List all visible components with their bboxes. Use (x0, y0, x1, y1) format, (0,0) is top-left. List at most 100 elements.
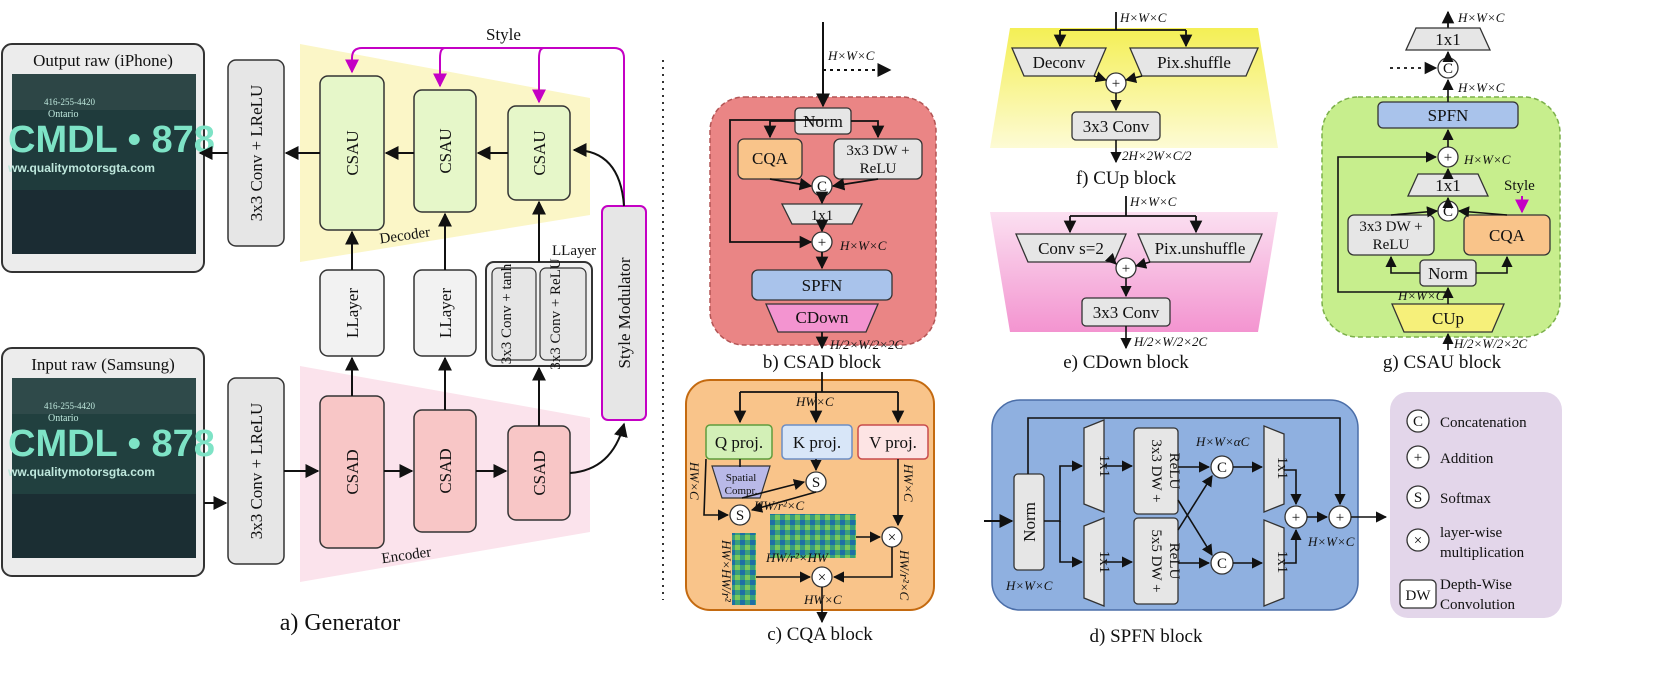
svg-text:H×W×C: H×W×C (1457, 80, 1505, 95)
svg-text:H/2×W/2×2C: H/2×W/2×2C (1453, 336, 1527, 351)
svg-text:layer-wise: layer-wise (1440, 525, 1503, 541)
csau-caption: g) CSAU block (1383, 352, 1502, 373)
legend: C Concatenation + Addition S Softmax × l… (1390, 392, 1562, 618)
svg-text:CSAU: CSAU (530, 130, 549, 175)
svg-text:Style Modulator: Style Modulator (615, 257, 634, 368)
svg-text:DW: DW (1406, 588, 1432, 604)
svg-text:3x3 DW +: 3x3 DW + (846, 143, 909, 159)
v-proj (857, 424, 929, 460)
spfn-dw5 (1133, 517, 1179, 605)
svg-text:CDown: CDown (796, 308, 849, 327)
q-map (732, 533, 756, 605)
spfn-dw3 (1133, 427, 1179, 515)
svg-text:C: C (1217, 556, 1227, 572)
svg-text:H×W×αC: H×W×αC (1195, 434, 1250, 449)
svg-text:HW/r²×HW: HW/r²×HW (765, 550, 829, 565)
svg-text:CSAU: CSAU (343, 130, 362, 175)
output-image-title: Output raw (iPhone) (33, 51, 173, 70)
csau-cup (1391, 303, 1505, 333)
svg-text:2H×2W×C/2: 2H×2W×C/2 (1122, 148, 1192, 163)
svg-text:Convolution: Convolution (1440, 597, 1516, 613)
csad-1x1 (780, 203, 864, 225)
svg-text:×: × (1414, 533, 1422, 549)
cqa-caption: c) CQA block (767, 624, 873, 645)
svg-text:HW×C: HW×C (795, 394, 834, 409)
svg-text:Depth-Wise: Depth-Wise (1440, 577, 1512, 593)
svg-text:1x1: 1x1 (1435, 30, 1461, 49)
svg-text:S: S (1414, 490, 1422, 506)
svg-text:H×W×C: H×W×C (1129, 194, 1177, 209)
svg-text:+: + (1414, 450, 1422, 466)
svg-text:H×W×C: H×W×C (1005, 578, 1053, 593)
svg-text:1x1: 1x1 (1274, 457, 1290, 480)
svg-text:CMDL • 878: CMDL • 878 (8, 423, 215, 465)
spfn-1x1-bottom (1083, 517, 1105, 607)
svg-text:1x1: 1x1 (1435, 176, 1461, 195)
csad-cdown (765, 303, 879, 333)
svg-text:C: C (817, 179, 827, 195)
legend-concat-icon (1406, 409, 1430, 433)
svg-text:H×W×C: H×W×C (1397, 288, 1445, 303)
generator-caption: a) Generator (280, 610, 401, 636)
spfn-1x1-top (1083, 419, 1105, 513)
svg-text:H×W×C: H×W×C (1457, 10, 1505, 25)
svg-text:K proj.: K proj. (793, 433, 841, 452)
svg-text:LLayer: LLayer (343, 288, 362, 338)
svg-text:Concatenation: Concatenation (1440, 415, 1527, 431)
svg-text:S: S (736, 508, 744, 524)
svg-text:+: + (1112, 76, 1120, 92)
svg-text:ReLU: ReLU (1373, 237, 1410, 253)
svg-text:3x3 Conv: 3x3 Conv (1083, 117, 1150, 136)
svg-text:H×W×C: H×W×C (1119, 10, 1167, 25)
svg-text:S: S (812, 475, 820, 491)
svg-text:+: + (1292, 510, 1300, 526)
spfn-block: Norm H×W×C 1x1 1x1 3x3 DW + ReLU 5x5 DW … (984, 399, 1388, 647)
svg-text:Q proj.: Q proj. (715, 433, 763, 452)
svg-text:H×W×C: H×W×C (827, 48, 875, 63)
svg-text:Norm: Norm (1020, 502, 1039, 542)
legend-add-icon (1406, 445, 1430, 469)
cup-pixshuffle (1129, 47, 1259, 77)
svg-text:H/2×W/2×2C: H/2×W/2×2C (1133, 334, 1207, 349)
svg-text:5x5 DW +: 5x5 DW + (1148, 529, 1164, 592)
svg-text:SPFN: SPFN (802, 276, 843, 295)
svg-text:Addition: Addition (1440, 451, 1494, 467)
csau-top-1x1 (1404, 27, 1492, 51)
legend-dw-icon (1399, 579, 1437, 609)
svg-text:LLayer: LLayer (436, 288, 455, 338)
svg-text:C: C (1443, 61, 1453, 77)
svg-text:SPFN: SPFN (1428, 106, 1469, 125)
svg-text:×: × (888, 530, 896, 546)
cdown-pixunshuffle (1137, 233, 1263, 263)
svg-text:CQA: CQA (752, 149, 789, 168)
csad-caption: b) CSAD block (763, 352, 882, 373)
svg-text:ReLU: ReLU (1166, 543, 1182, 580)
generator-panel: Decoder Encoder Output raw (iPhone) 416-… (1, 25, 647, 636)
legend-multiply-icon (1406, 528, 1430, 552)
cup-caption: f) CUp block (1076, 168, 1177, 189)
cdown-caption: e) CDown block (1063, 352, 1189, 373)
csau-2 (413, 89, 477, 213)
svg-text:H×W×C: H×W×C (839, 238, 887, 253)
conv-in-label: 3x3 Conv + LReLU (247, 403, 266, 540)
spatial-compr (711, 465, 771, 499)
attention-map (770, 514, 856, 558)
input-raw-image: 416-255-4420 Ontario CMDL • 878 ww.quali… (7, 378, 215, 558)
svg-text:C: C (1217, 460, 1227, 476)
svg-text:CUp: CUp (1432, 309, 1464, 328)
svg-text:C: C (1413, 414, 1423, 430)
svg-text:multiplication: multiplication (1440, 545, 1525, 561)
svg-text:H/2×W/2×2C: H/2×W/2×2C (829, 337, 903, 352)
svg-text:+: + (1336, 510, 1344, 526)
conv-tanh-label: 3x3 Conv + tanh (499, 263, 515, 364)
svg-text:Conv s=2: Conv s=2 (1038, 239, 1104, 258)
svg-text:+: + (1122, 261, 1130, 277)
svg-text:HW×C: HW×C (687, 461, 702, 500)
decoder-label: Decoder (379, 225, 432, 248)
svg-text:3x3 DW +: 3x3 DW + (1148, 439, 1164, 502)
spfn-1x1-out-bottom (1263, 519, 1285, 607)
svg-text:Compr.: Compr. (725, 485, 758, 497)
csad-block: H×W×C Norm CQA 3x3 DW + ReLU C 1x1 + H×W… (709, 22, 937, 373)
csau-1x1 (1406, 173, 1490, 197)
svg-text:+: + (818, 235, 826, 251)
